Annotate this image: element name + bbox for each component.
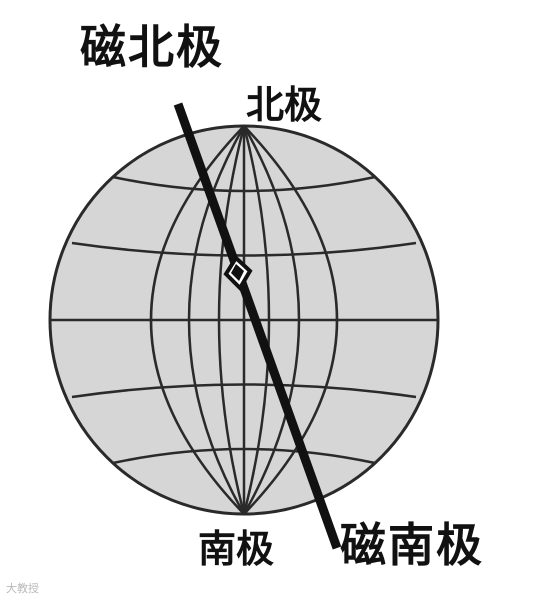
longitude-line bbox=[217, 125, 246, 515]
longitude-line bbox=[242, 125, 271, 515]
magnetic-south-label: 磁南极 bbox=[340, 518, 484, 572]
geographic-north-label: 北极 bbox=[246, 83, 323, 127]
longitude-lines bbox=[149, 125, 339, 515]
magnetic-north-label: 磁北极 bbox=[80, 20, 224, 74]
geographic-south-label: 南极 bbox=[198, 527, 275, 571]
longitude-line bbox=[187, 125, 246, 515]
watermark: 大教授 bbox=[6, 582, 39, 595]
longitude-line bbox=[149, 125, 245, 515]
magnetic-axis bbox=[173, 102, 342, 550]
longitude-line bbox=[242, 125, 301, 515]
longitude-line bbox=[243, 125, 339, 515]
